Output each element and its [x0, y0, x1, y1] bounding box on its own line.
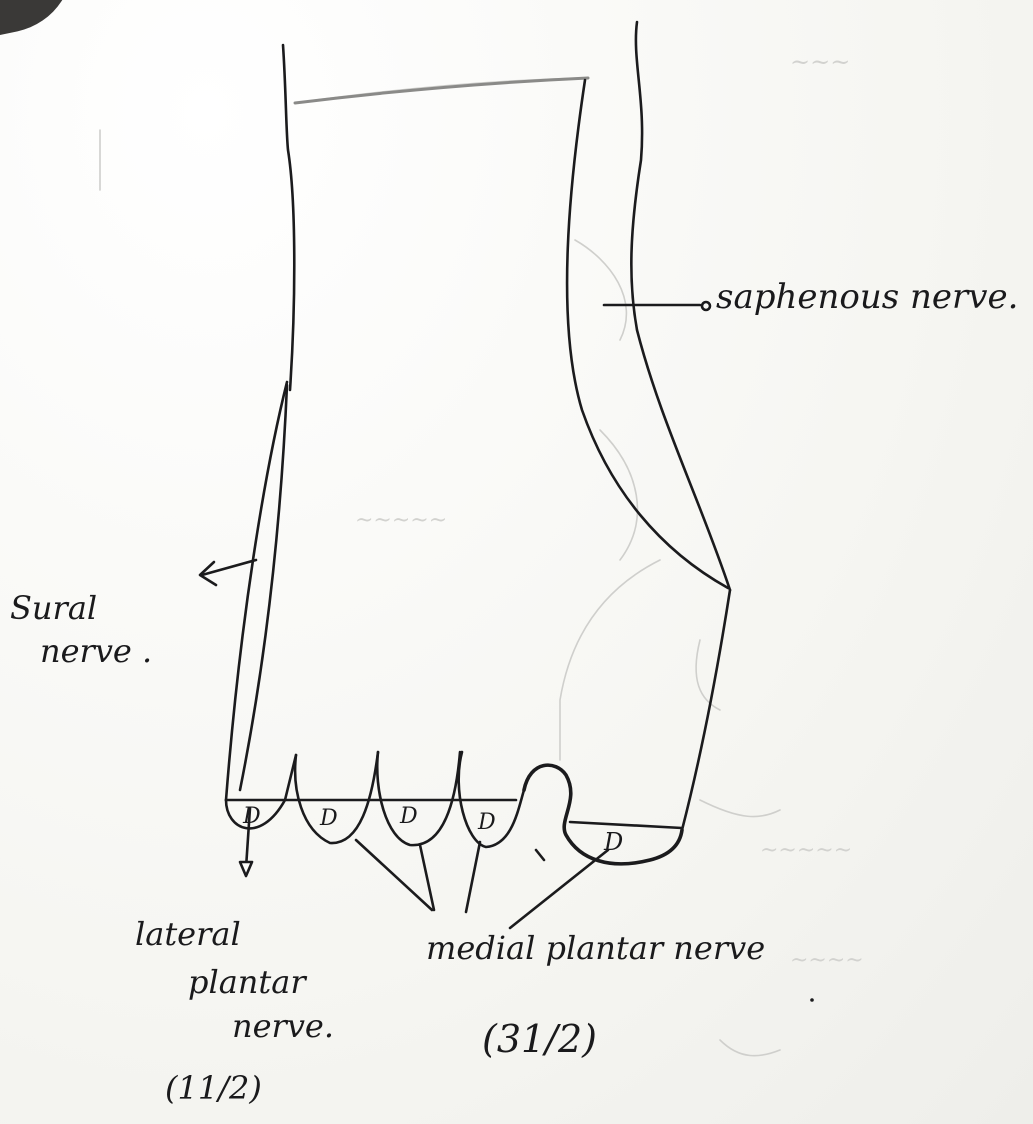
sural-nerve-label-line1: Sural: [10, 592, 97, 624]
leg-left-outline: [283, 45, 294, 390]
foot-medial-edge: [682, 590, 730, 830]
toe-1: [226, 755, 296, 828]
toe-3: [377, 752, 460, 845]
sural-strip-line: [240, 385, 287, 790]
medial-plantar-count: (31/2): [482, 1020, 597, 1058]
sural-arrow-line: [202, 560, 256, 575]
ghost-text-2: ~~~~~: [355, 510, 447, 532]
toe-mark-3: D: [400, 806, 418, 828]
ghost-text-4: ~~~~: [790, 950, 864, 972]
lateral-plantar-label-line2: plantar: [188, 966, 306, 998]
toe-5: [524, 765, 682, 864]
show-through-marks: [100, 78, 780, 1056]
lateral-pointer-arrow: [240, 862, 252, 876]
lateral-plantar-count: (11/2): [165, 1072, 262, 1104]
toe-mark-2: D: [320, 808, 338, 830]
top-rule-line: [295, 78, 588, 103]
toe-mark-1: D: [243, 806, 261, 828]
toe-mark-4: D: [478, 812, 496, 834]
saphenous-strip-line: [567, 80, 728, 588]
toe-base-line-right: [570, 822, 682, 828]
saphenous-nerve-label: saphenous nerve.: [716, 280, 1018, 314]
sural-nerve-label-line2: nerve .: [40, 635, 152, 667]
lateral-plantar-label-line3: nerve.: [232, 1010, 334, 1042]
ghost-text-3: ~~~~~: [760, 840, 852, 862]
foot-lateral-edge: [226, 382, 287, 800]
medial-pointer-lines: [356, 840, 608, 928]
ink-dot: [810, 998, 814, 1002]
medial-plantar-label: medial plantar nerve: [426, 932, 765, 964]
toe-mark-5: D: [604, 830, 623, 854]
ghost-text-1: ~~~: [790, 50, 850, 74]
saphenous-pointer-dot: [702, 302, 710, 310]
lateral-plantar-label-line1: lateral: [135, 918, 241, 950]
